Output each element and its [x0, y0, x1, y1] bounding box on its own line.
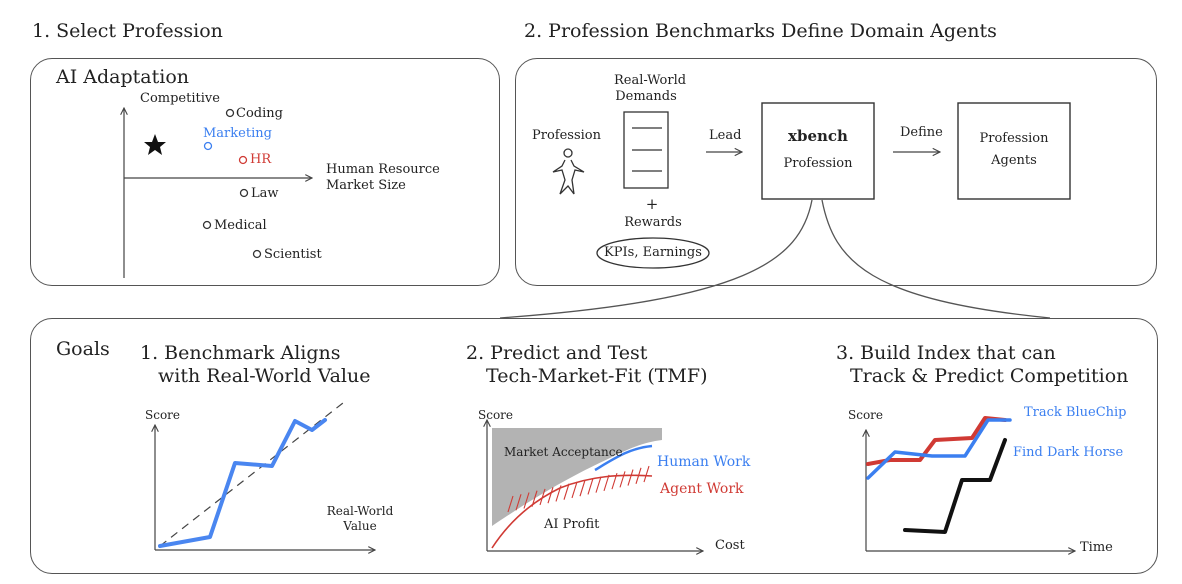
- ai-adaptation-panel: [30, 58, 500, 286]
- goal2-title: 2. Predict and Test Tech-Market-Fit (TMF…: [466, 342, 708, 388]
- ai-adaptation-title: AI Adaptation: [56, 66, 189, 88]
- ai-profit-hatch-stroke: [523, 492, 530, 509]
- goal2-line1: 2. Predict and Test: [466, 342, 648, 364]
- chart3-axes: [866, 430, 1075, 551]
- chart1-axes: [155, 425, 375, 550]
- ai-profit-hatch-stroke: [603, 474, 610, 492]
- goal3-line1: 3. Build Index that can: [836, 342, 1056, 364]
- profession-agents-label: Profession Agents: [958, 131, 1070, 170]
- agents-line2: Agents: [991, 153, 1037, 169]
- ai-profit-hatch-stroke: [507, 495, 514, 513]
- market-size-line1: Human Resource: [326, 162, 440, 177]
- profession-label: Profession: [532, 128, 601, 143]
- human-work-label: Human Work: [657, 454, 751, 470]
- chart1-xlabel: Real-World Value: [320, 504, 400, 534]
- chart3-ylabel: Score: [848, 408, 884, 422]
- coding-dot: [225, 108, 235, 118]
- marketing-dot: [203, 141, 213, 151]
- goal1-line1: 1. Benchmark Aligns: [140, 342, 341, 364]
- goal1-line2: with Real-World Value: [158, 364, 371, 387]
- market-size-axis-label: Human Resource Market Size: [326, 162, 440, 195]
- kpis-earnings-label: KPIs, Earnings: [604, 245, 702, 260]
- goal3-line2: Track & Predict Competition: [850, 364, 1129, 387]
- adaptation-axes: [124, 108, 312, 278]
- rewards-label: Rewards: [624, 215, 682, 230]
- ai-profit-hatch-stroke: [563, 483, 570, 500]
- goal2-line2: Tech-Market-Fit (TMF): [486, 364, 708, 387]
- dark-horse-line: [903, 438, 1007, 534]
- human-work-curve: [594, 444, 653, 472]
- ai-profit-hatch-stroke: [571, 481, 578, 499]
- ai-profit-hatch-stroke: [587, 478, 594, 495]
- chart1-xlabel-line1: Real-World: [326, 504, 394, 518]
- market-size-line2: Market Size: [326, 178, 406, 194]
- document-icon: [623, 111, 669, 189]
- section2-heading: 2. Profession Benchmarks Define Domain A…: [524, 20, 997, 42]
- profession-dots: [202, 108, 262, 259]
- ai-profit-hatch-stroke: [595, 476, 602, 493]
- scientist-dot: [252, 249, 262, 259]
- ai-profit-hatch-stroke: [515, 494, 522, 511]
- chart1-score-line: [158, 418, 327, 548]
- market-acceptance-area: [492, 428, 662, 526]
- benchmarks-panel: [515, 58, 1157, 286]
- ai-profit-hatch-stroke: [619, 471, 626, 488]
- competitive-axis-label: Competitive: [140, 91, 220, 106]
- find-dark-horse-label: Find Dark Horse: [1013, 445, 1124, 460]
- section1-heading: 1. Select Profession: [32, 20, 223, 42]
- agent-work-curve: [491, 474, 653, 549]
- bluechip-line: [866, 418, 1012, 480]
- chart2-ylabel: Score: [478, 408, 514, 422]
- lead-label: Lead: [709, 128, 742, 143]
- marketing-label: Marketing: [203, 126, 272, 141]
- demands-line2: Demands: [615, 89, 677, 105]
- star-icon: [144, 134, 166, 155]
- chart1-xlabel-line2: Value: [343, 519, 377, 533]
- law-label: Law: [251, 186, 279, 201]
- person-icon: [552, 148, 585, 195]
- coding-label: Coding: [236, 106, 283, 121]
- chart3-xlabel: Time: [1080, 540, 1113, 555]
- ai-profit-hatch-stroke: [643, 465, 650, 483]
- medical-label: Medical: [214, 218, 267, 233]
- agents-line1: Profession: [979, 131, 1049, 146]
- chart2-axes: [487, 420, 703, 551]
- goals-panel: [30, 318, 1158, 574]
- kpis-oval: [596, 237, 710, 269]
- scientist-label: Scientist: [264, 247, 322, 262]
- chart1-trend-line: [159, 402, 344, 547]
- medical-dot: [202, 220, 212, 230]
- real-world-demands-label: Real-World Demands: [614, 73, 687, 106]
- chart1-ylabel: Score: [145, 408, 181, 422]
- ai-profit-hatch-stroke: [627, 469, 634, 486]
- chart2-xlabel: Cost: [715, 538, 745, 553]
- hr-label: HR: [250, 152, 272, 167]
- goal1-title: 1. Benchmark Aligns with Real-World Valu…: [140, 342, 371, 388]
- hr-dot: [238, 155, 248, 165]
- xbench-title: xbench: [788, 127, 848, 145]
- goals-label: Goals: [56, 338, 110, 360]
- law-dot: [239, 188, 249, 198]
- ai-profit-label: AI Profit: [544, 517, 600, 532]
- define-label: Define: [900, 125, 943, 140]
- xbench-subtitle: Profession: [783, 156, 853, 171]
- agent-work-label: Agent Work: [660, 481, 744, 497]
- ai-profit-hatch-stroke: [547, 487, 554, 504]
- market-acceptance-label: Market Acceptance: [504, 445, 623, 459]
- track-bluechip-label: Track BlueChip: [1024, 405, 1127, 420]
- xbench-box: [761, 102, 875, 200]
- connector-curves: [499, 199, 1051, 319]
- red-competitor-line: [866, 416, 1007, 466]
- goal3-title: 3. Build Index that can Track & Predict …: [836, 342, 1128, 388]
- demands-line1: Real-World: [614, 73, 687, 88]
- agents-box: [957, 102, 1071, 200]
- plus-sign: +: [645, 195, 659, 213]
- ai-profit-hatch-stroke: [579, 479, 586, 497]
